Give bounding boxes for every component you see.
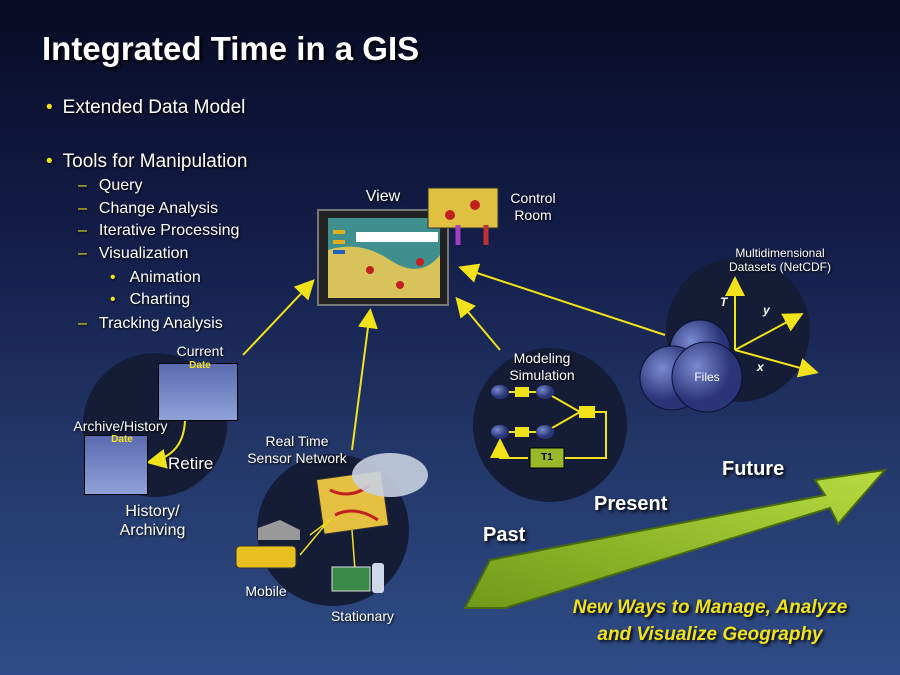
archive-label: Archive/History [73, 418, 168, 434]
axis-x: x [757, 360, 764, 374]
sub-animation: Animation [110, 269, 201, 287]
netcdf-axes [725, 276, 819, 378]
axis-y: y [763, 303, 770, 317]
car-icon [258, 520, 300, 540]
future-label: Future [722, 458, 785, 480]
bullet-tools: Tools for Manipulation [46, 151, 248, 173]
t1-label: T1 [541, 452, 553, 463]
gauge-icon [372, 563, 384, 593]
bus-icon [235, 545, 297, 569]
current-date: Date [189, 360, 211, 371]
sub-iterative: Iterative Processing [78, 222, 240, 240]
bullet-extended-data-model: Extended Data Model [46, 97, 246, 119]
slide-title: Integrated Time in a GIS [42, 30, 420, 67]
control-room-image [427, 187, 499, 229]
cloud-icon [352, 453, 428, 497]
history-label: History/Archiving [119, 503, 186, 539]
past-label: Past [483, 524, 526, 546]
files-sphere [671, 341, 743, 413]
archive-date: Date [111, 434, 133, 445]
files-label: Files [694, 370, 720, 384]
timeline-arrow [463, 468, 888, 609]
axis-t: T [720, 295, 728, 309]
modeling-circle [473, 348, 627, 502]
present-label: Present [594, 493, 668, 515]
t1-box [529, 447, 565, 469]
current-label: Current [176, 343, 224, 359]
mobile-label: Mobile [245, 583, 287, 599]
sub-visualization: Visualization [78, 245, 189, 263]
retire-label: Retire [168, 454, 214, 473]
chart-station-icon [331, 566, 371, 592]
archive-table [84, 435, 148, 495]
current-table [158, 363, 238, 421]
view-label: View [365, 188, 401, 205]
sub-tracking: Tracking Analysis [78, 315, 223, 333]
sub-change-analysis: Change Analysis [78, 200, 218, 218]
sub-query: Query [78, 177, 143, 195]
stationary-label: Stationary [330, 608, 395, 624]
sub-charting: Charting [110, 291, 190, 309]
